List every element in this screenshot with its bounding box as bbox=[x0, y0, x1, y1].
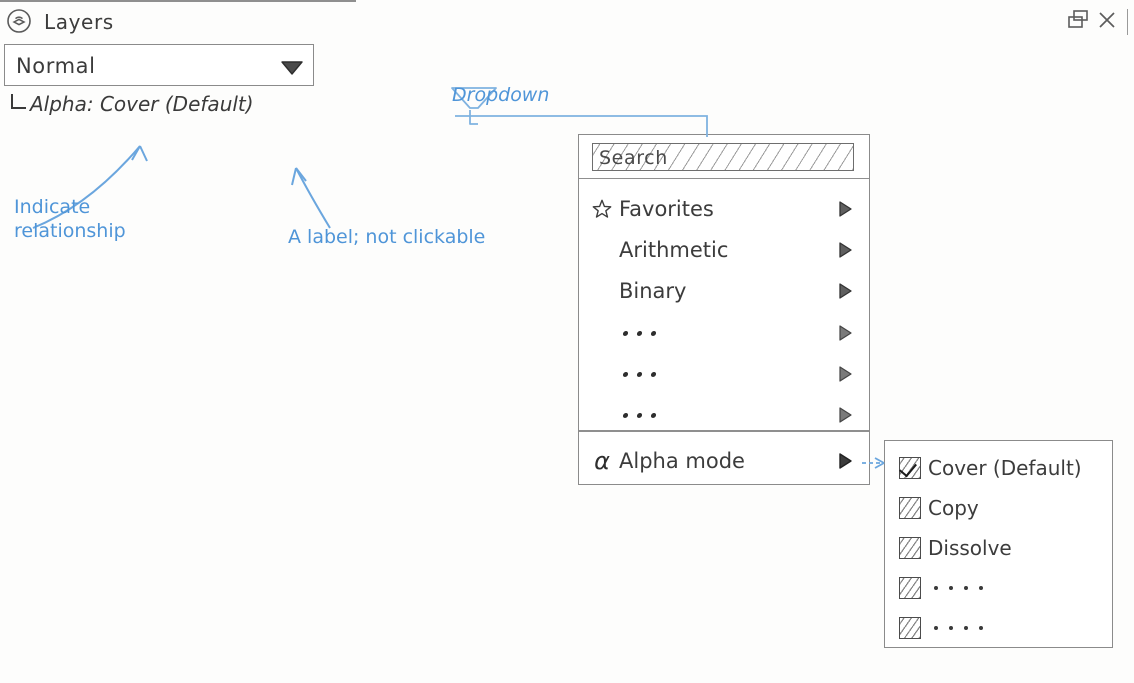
submenu-item-label: Copy bbox=[928, 496, 979, 520]
ellipsis-icon bbox=[928, 626, 983, 630]
layers-panel-header: Layers bbox=[0, 0, 1134, 44]
menu-item-label: Arithmetic bbox=[619, 238, 729, 262]
submenu-arrowhead bbox=[874, 457, 885, 469]
chevron-down-icon[interactable] bbox=[280, 59, 304, 81]
blend-mode-menu-panel: Search Favorites Arithmetic bbox=[578, 134, 870, 485]
submenu-item-dissolve[interactable]: Dissolve bbox=[885, 529, 1112, 567]
blend-mode-dropdown[interactable]: Normal bbox=[4, 44, 314, 86]
menu-item-label bbox=[619, 412, 836, 418]
menu-item-label: Binary bbox=[619, 279, 687, 303]
label-arrowhead bbox=[291, 167, 307, 186]
chevron-right-icon bbox=[836, 200, 854, 218]
submenu-item-more-2[interactable] bbox=[885, 609, 1112, 647]
undock-icon[interactable] bbox=[1067, 9, 1091, 35]
chevron-right-icon bbox=[836, 406, 854, 424]
submenu-item-copy[interactable]: Copy bbox=[885, 489, 1112, 527]
tree-connector-icon bbox=[8, 92, 28, 120]
menu-item-arithmetic[interactable]: Arithmetic bbox=[579, 230, 869, 270]
chevron-right-icon bbox=[836, 324, 854, 342]
menu-item-label bbox=[619, 330, 836, 336]
annotation-label-not-clickable: A label; not clickable bbox=[288, 226, 486, 248]
checkbox-checked-icon[interactable] bbox=[899, 457, 921, 479]
menu-item-label bbox=[619, 371, 836, 377]
relationship-arrowhead bbox=[131, 145, 148, 162]
star-icon bbox=[585, 198, 619, 220]
panel-top-border bbox=[0, 0, 356, 2]
chevron-right-icon bbox=[836, 282, 854, 300]
alpha-mode-submenu: Cover (Default) Copy Dissolve bbox=[884, 440, 1113, 648]
menu-item-more-2[interactable] bbox=[579, 354, 869, 394]
menu-item-favorites[interactable]: Favorites bbox=[579, 189, 869, 229]
submenu-item-more-1[interactable] bbox=[885, 569, 1112, 607]
menu-item-more-1[interactable] bbox=[579, 313, 869, 353]
checkbox-icon[interactable] bbox=[899, 537, 921, 559]
chevron-right-icon bbox=[836, 241, 854, 259]
chevron-right-icon[interactable] bbox=[836, 452, 854, 470]
search-placeholder: Search bbox=[599, 147, 668, 169]
ellipsis-icon bbox=[619, 412, 836, 418]
checkbox-icon[interactable] bbox=[899, 617, 921, 639]
chevron-right-icon bbox=[836, 365, 854, 383]
layers-circle-icon bbox=[6, 8, 32, 38]
alpha-relationship-label: Alpha: Cover (Default) bbox=[8, 92, 254, 120]
ellipsis-icon bbox=[928, 586, 983, 590]
window-controls bbox=[1067, 9, 1128, 35]
label-leader-line bbox=[295, 167, 331, 229]
blend-mode-value: Normal bbox=[16, 54, 96, 78]
menu-item-alpha-mode[interactable]: α Alpha mode bbox=[579, 438, 869, 484]
menu-item-binary[interactable]: Binary bbox=[579, 271, 869, 311]
annotation-indicate-relationship: Indicate relationship bbox=[14, 196, 126, 242]
menu-item-more-3[interactable] bbox=[579, 395, 869, 435]
menu-search-zone: Search bbox=[579, 135, 869, 179]
menu-item-label: Alpha mode bbox=[619, 449, 745, 473]
alpha-label-text: Alpha: Cover (Default) bbox=[30, 92, 254, 116]
header-divider bbox=[1126, 9, 1128, 35]
close-icon[interactable] bbox=[1096, 9, 1118, 35]
alpha-icon: α bbox=[594, 447, 610, 475]
annotation-dropdown: Dropdown bbox=[452, 84, 550, 106]
layers-panel: Layers Normal bbox=[0, 0, 1128, 116]
menu-item-label: Favorites bbox=[619, 197, 714, 221]
ellipsis-icon bbox=[619, 330, 836, 336]
search-input[interactable]: Search bbox=[592, 143, 854, 171]
checkbox-icon[interactable] bbox=[899, 577, 921, 599]
submenu-item-cover[interactable]: Cover (Default) bbox=[885, 449, 1112, 487]
submenu-item-label: Dissolve bbox=[928, 536, 1012, 560]
menu-separator bbox=[579, 430, 869, 432]
ellipsis-icon bbox=[619, 371, 836, 377]
submenu-item-label: Cover (Default) bbox=[928, 456, 1082, 480]
page-title: Layers bbox=[44, 10, 114, 34]
checkbox-icon[interactable] bbox=[899, 497, 921, 519]
